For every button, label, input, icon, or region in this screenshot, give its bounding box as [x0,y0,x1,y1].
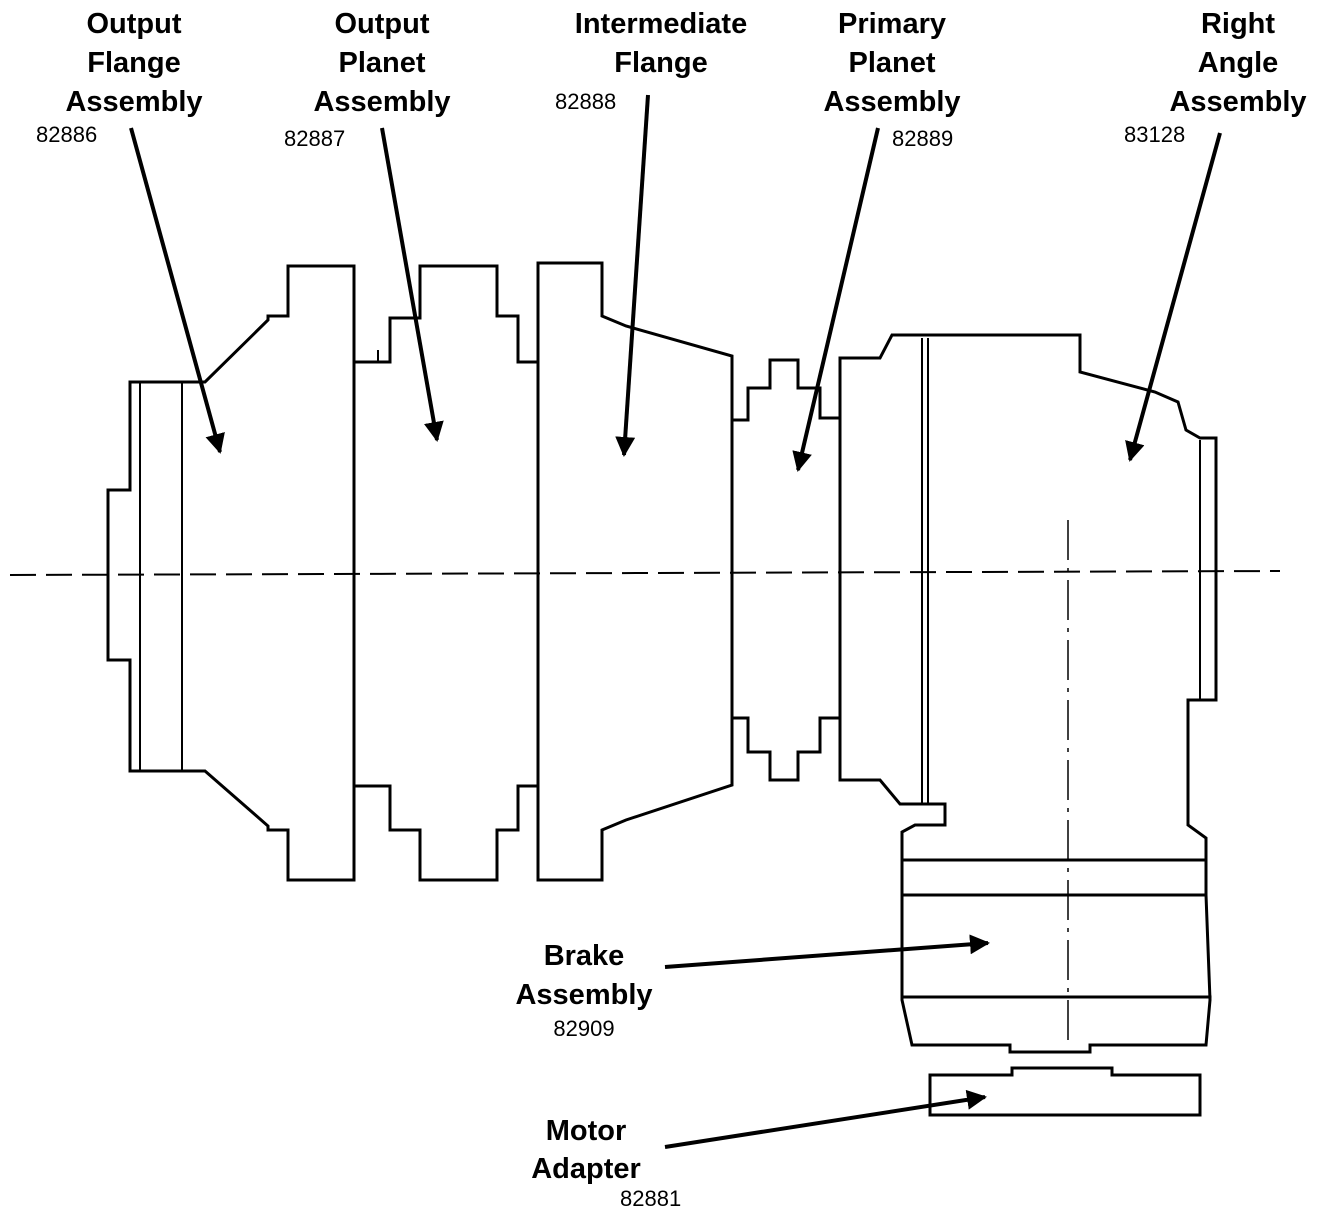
arrow-primary-planet [792,127,880,472]
label-title-line: Flange [614,47,707,79]
part-number: 82881 [620,1186,681,1211]
label-title-line: Planet [338,47,425,79]
label-title-line: Brake [544,940,625,972]
label-title-line: Assembly [65,86,202,118]
label-title-line: Assembly [515,979,652,1011]
label-title-line: Right [1201,8,1275,40]
label-title-line: Assembly [313,86,450,118]
label-title-line: Output [86,8,181,40]
label-right-angle: Right Angle Assembly 83128 [1124,8,1307,147]
part-number: 82889 [892,126,953,151]
arrow-output-flange [129,127,225,454]
part-number: 82909 [553,1016,614,1041]
arrow-intermediate-flange [615,94,650,457]
primary-planet-shape [730,358,842,782]
arrow-right-angle [1125,132,1222,462]
right-angle-shape [838,333,1218,862]
label-title-line: Angle [1198,47,1279,79]
label-title-line: Planet [848,47,935,79]
label-output-planet: Output Planet Assembly 82887 [284,8,451,151]
part-number: 83128 [1124,122,1185,147]
part-number: 82887 [284,126,345,151]
output-flange-shape [106,264,356,882]
label-title-line: Primary [838,8,946,40]
part-number: 82886 [36,122,97,147]
arrow-output-planet [380,127,444,442]
label-title-line: Intermediate [575,8,747,40]
motor-adapter-shape [928,1066,1202,1117]
brake-shape [900,858,1212,1054]
label-title-line: Assembly [823,86,960,118]
arrow-motor-adapter [664,1089,987,1149]
label-title-line: Motor [546,1115,627,1147]
horizontal-centerline [9,570,1281,576]
label-intermediate-flange: Intermediate Flange 82888 [555,8,747,114]
label-title-line: Output [334,8,429,40]
arrow-brake [664,934,990,969]
intermediate-flange-shape [536,261,734,882]
label-motor-adapter: Motor Adapter 82881 [531,1115,681,1211]
label-title-line: Adapter [531,1153,641,1185]
label-output-flange: Output Flange Assembly 82886 [36,8,203,147]
part-number: 82888 [555,89,616,114]
label-brake: Brake Assembly 82909 [515,940,652,1041]
label-title-line: Flange [87,47,180,79]
label-primary-planet: Primary Planet Assembly 82889 [823,8,960,151]
label-title-line: Assembly [1169,86,1306,118]
